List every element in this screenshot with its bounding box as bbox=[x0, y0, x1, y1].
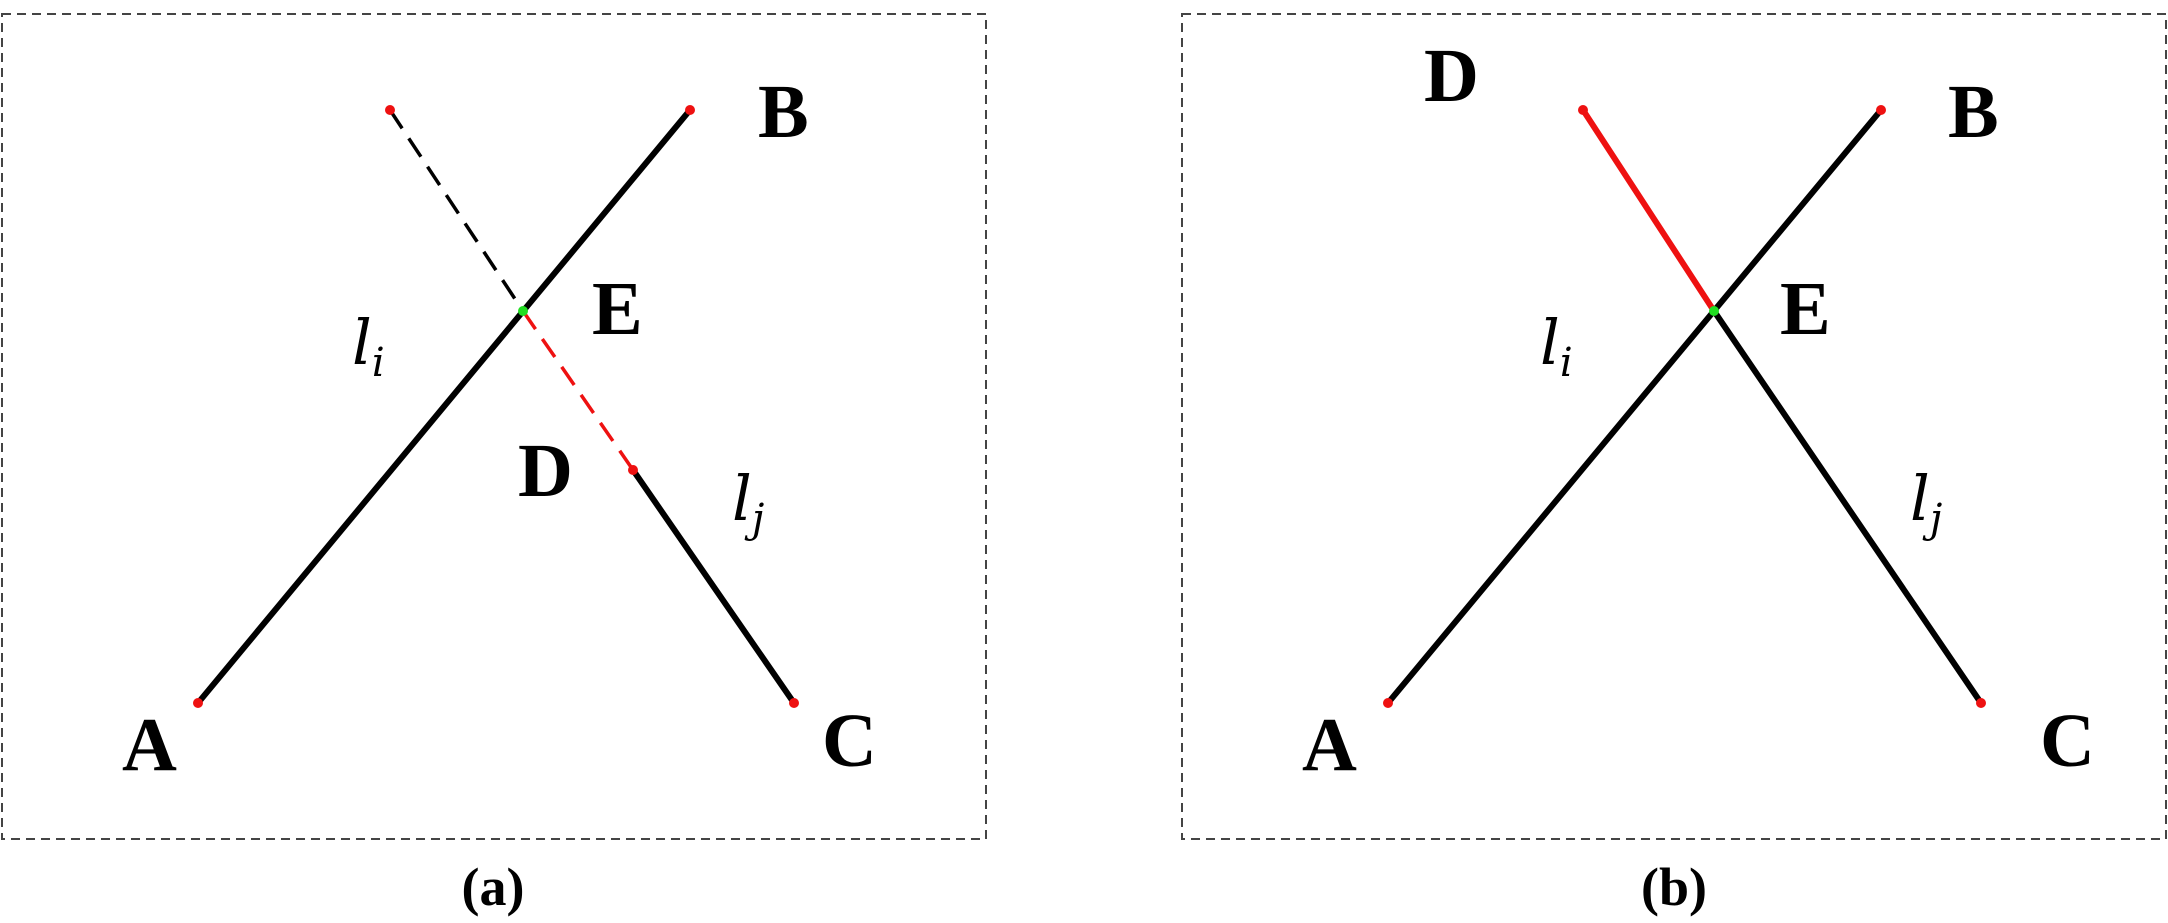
segment-AB bbox=[195, 107, 693, 706]
extension-dashed-black bbox=[388, 109, 525, 312]
label-D: D bbox=[518, 429, 573, 513]
segment-DE-red bbox=[1580, 107, 1717, 314]
label-C: C bbox=[822, 699, 877, 783]
endpoint-C bbox=[789, 698, 799, 708]
endpoint-A bbox=[1383, 698, 1393, 708]
label-line-i: li bbox=[1540, 306, 1573, 386]
label-B: B bbox=[1948, 70, 1999, 154]
label-line-i: li bbox=[352, 306, 385, 386]
endpoint-C bbox=[1976, 698, 1986, 708]
caption-b: (b) bbox=[1641, 857, 1707, 917]
segment-AB bbox=[1385, 107, 1884, 706]
label-line-j: lj bbox=[732, 462, 764, 542]
intersection-E bbox=[1709, 306, 1719, 316]
endpoint-B bbox=[685, 105, 695, 115]
caption-a: (a) bbox=[462, 857, 525, 917]
label-A: A bbox=[1302, 703, 1357, 787]
intersection-E bbox=[518, 306, 528, 316]
endpoint-extension-top bbox=[385, 105, 395, 115]
label-E: E bbox=[1780, 267, 1831, 351]
panel-b-frame bbox=[1181, 13, 2167, 840]
endpoint-B bbox=[1876, 105, 1886, 115]
endpoint-D bbox=[628, 465, 638, 475]
label-C: C bbox=[2040, 699, 2095, 783]
panel-a: A B C D E li lj (a) bbox=[1, 13, 987, 917]
label-B: B bbox=[758, 70, 809, 154]
label-A: A bbox=[122, 703, 177, 787]
endpoint-A bbox=[193, 698, 203, 708]
label-D: D bbox=[1424, 34, 1479, 118]
panel-b: A B C D E li lj (b) bbox=[1181, 13, 2167, 917]
label-E: E bbox=[592, 267, 643, 351]
label-line-j: lj bbox=[1910, 462, 1942, 542]
panel-a-frame bbox=[1, 13, 987, 840]
endpoint-D bbox=[1578, 105, 1588, 115]
segment-DC bbox=[630, 467, 797, 706]
segment-EC bbox=[1711, 308, 1984, 706]
